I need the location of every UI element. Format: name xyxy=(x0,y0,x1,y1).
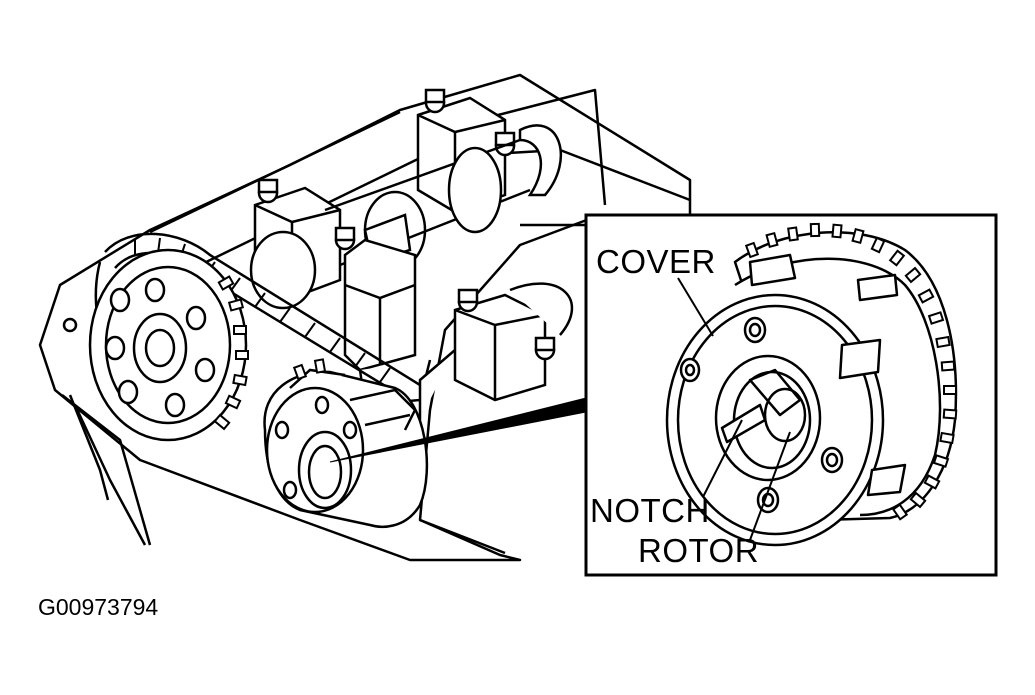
cover-label: COVER xyxy=(596,243,716,280)
bearing-cap-lower xyxy=(418,282,574,420)
rotor-label: ROTOR xyxy=(638,532,759,569)
intake-vvt-sprocket xyxy=(263,368,429,528)
vvt-unit-detail xyxy=(665,231,958,547)
exhaust-cam-sprocket xyxy=(88,248,248,442)
notch-label: NOTCH xyxy=(590,492,710,529)
figure-code: G00973794 xyxy=(38,594,158,620)
leader-lines xyxy=(677,277,791,541)
